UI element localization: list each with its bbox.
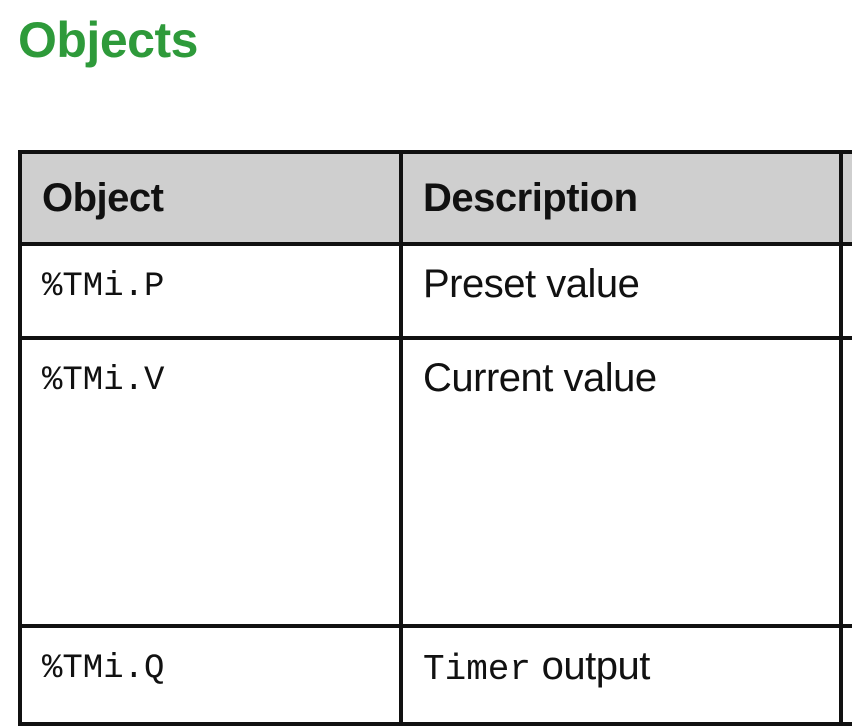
cut-off-cell <box>839 336 852 628</box>
objects-table: Object Description %TMi.P Preset value %… <box>18 150 852 726</box>
column-header-description: Description <box>399 150 843 246</box>
section-heading: Objects <box>18 12 198 68</box>
table-row: %TMi.V Current value <box>18 336 852 628</box>
description-text: output <box>531 644 651 688</box>
description-cell: Preset value <box>399 242 843 340</box>
table-row: %TMi.Q Timer output <box>18 624 852 726</box>
column-header-cut-off <box>839 150 852 246</box>
table-header-row: Object Description <box>18 150 852 246</box>
object-cell: %TMi.Q <box>18 624 403 726</box>
description-cell: Current value <box>399 336 843 628</box>
column-header-object: Object <box>18 150 403 246</box>
object-cell: %TMi.V <box>18 336 403 628</box>
cut-off-cell <box>839 624 852 726</box>
description-mono-text: Timer <box>423 649 532 690</box>
object-cell: %TMi.P <box>18 242 403 340</box>
table-row: %TMi.P Preset value <box>18 242 852 340</box>
cut-off-cell <box>839 242 852 340</box>
description-cell: Timer output <box>399 624 843 726</box>
